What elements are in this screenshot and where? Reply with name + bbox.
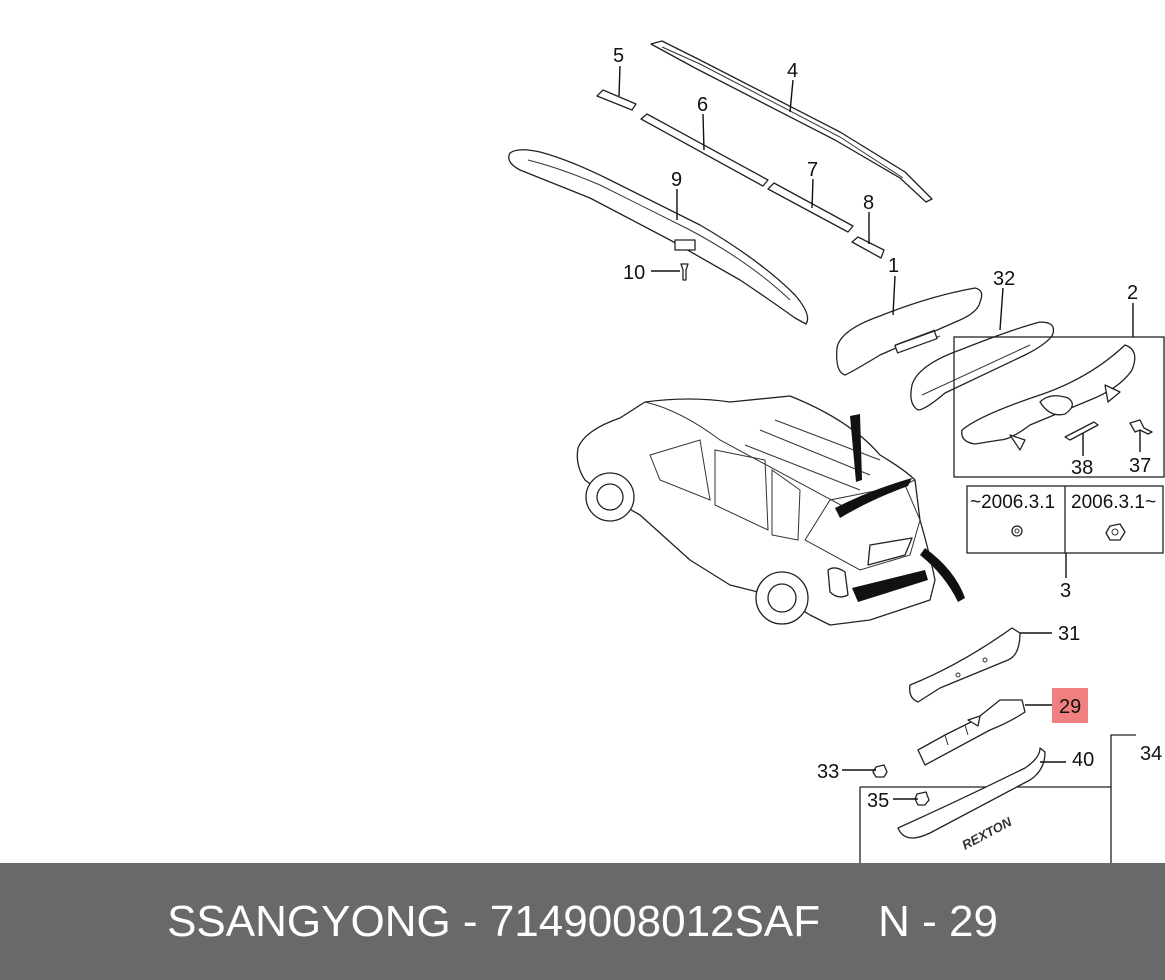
date-before: ~2006.3.1 (970, 492, 1055, 513)
part-38-gasket[interactable] (1064, 421, 1099, 441)
highlight-29 (1052, 688, 1088, 723)
footer-bar: SSANGYONG - 7149008012SAF N - 29 (0, 863, 1165, 980)
part-4-roof-molding[interactable] (650, 40, 933, 203)
callout-10: 10 (623, 262, 645, 284)
callout-29: 29 (1059, 696, 1081, 718)
callout-5: 5 (613, 45, 624, 67)
parts-diagram: ~2006.3.1 2006.3.1~ (508, 40, 1165, 863)
part-9-roof-rail[interactable] (508, 149, 809, 325)
part-3-nut-new[interactable] (1105, 523, 1126, 541)
part-2-box (953, 336, 1165, 478)
callout-1: 1 (888, 255, 899, 277)
part-3-box (966, 485, 1164, 554)
callout-35: 35 (867, 790, 889, 812)
part-number: 7149008012SAF (489, 896, 821, 946)
leader-lines (618, 65, 1141, 800)
callout-7: 7 (807, 159, 818, 181)
date-after: 2006.3.1~ (1071, 492, 1156, 513)
emblem-text: REXTON (959, 814, 1014, 853)
callout-34: 34 (1140, 743, 1162, 765)
part-10-bolt[interactable] (680, 263, 689, 281)
callout-33: 33 (817, 761, 839, 783)
part-32-spoiler[interactable] (910, 321, 1055, 411)
callout-4: 4 (787, 60, 798, 82)
callout-3: 3 (1060, 580, 1071, 602)
part-3-nut-old[interactable] (1011, 525, 1023, 537)
callout-31: 31 (1058, 623, 1080, 645)
callout-37: 37 (1129, 455, 1151, 477)
callout-8: 8 (863, 192, 874, 214)
part-33-nut[interactable] (872, 764, 888, 778)
part-29-lamp-housing[interactable] (917, 699, 1026, 766)
part-1-spoiler[interactable] (836, 287, 983, 376)
callout-9: 9 (671, 169, 682, 191)
part-37-clip[interactable] (1129, 419, 1153, 435)
brand-name: SSANGYONG (167, 896, 451, 946)
position-label: N - 29 (878, 896, 998, 946)
vehicle-illustration (576, 395, 965, 626)
separator: - (450, 896, 490, 946)
callout-40: 40 (1072, 749, 1094, 771)
part-5-molding-end[interactable] (596, 89, 637, 111)
callout-2: 2 (1127, 282, 1138, 304)
part-31-garnish[interactable] (909, 627, 1021, 703)
part-6-molding[interactable] (640, 113, 769, 187)
part-8-molding-end[interactable] (851, 236, 885, 259)
callout-6: 6 (697, 94, 708, 116)
callout-labels: 5 4 6 7 8 9 10 1 32 2 38 37 3 31 29 34 4… (613, 45, 1162, 812)
callout-38: 38 (1071, 457, 1093, 479)
part-7-molding[interactable] (767, 182, 854, 233)
part-2-spoiler-with-lamp[interactable] (961, 344, 1136, 451)
callout-32: 32 (993, 268, 1015, 290)
